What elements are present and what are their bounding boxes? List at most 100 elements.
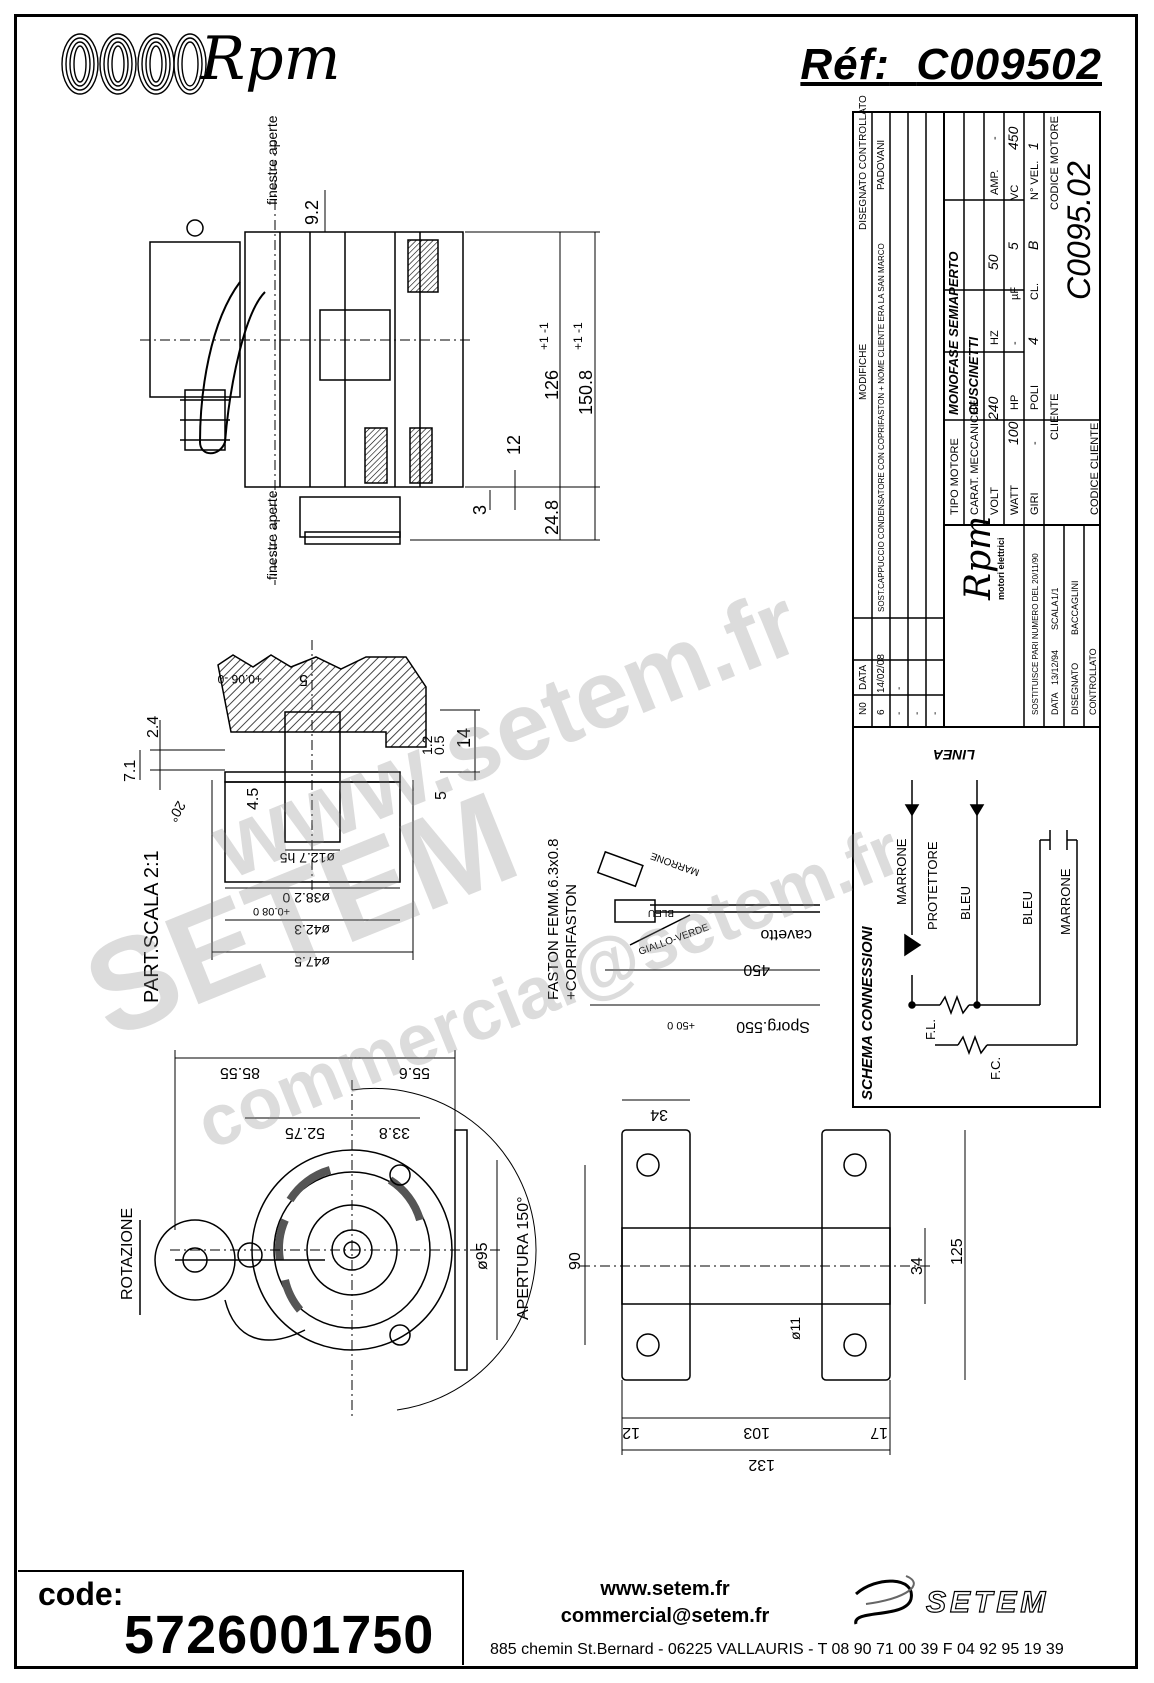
apertura-label: APERTURA 150° — [515, 1197, 532, 1321]
dim-55-6: 55.6 — [399, 1064, 430, 1081]
schema-title: SCHEMA CONNESSIONI — [859, 926, 876, 1100]
code-label: code: — [38, 1576, 124, 1612]
watt-value: 100 — [1005, 421, 1021, 445]
code-value: 5726001750 — [124, 1605, 435, 1665]
dim-12: 12 — [504, 435, 524, 455]
windows-bottom-label: finestre aperte — [264, 490, 280, 580]
schema-bleu-right: BLEU — [1020, 891, 1035, 925]
windows-top-label: finestre aperte — [264, 115, 280, 205]
schema-marrone-right: MARRONE — [1058, 868, 1073, 935]
dim-5-top: 5 — [299, 671, 308, 688]
dim-1-2: 1.2 — [419, 735, 435, 755]
codice-motore-value: C0095.02 — [1061, 161, 1097, 300]
controllato-label: CONTROLLATO — [1088, 648, 1098, 715]
bracket-dim-34: 34 — [909, 1257, 926, 1275]
motor-side-view — [140, 140, 600, 585]
footer-email-link[interactable]: commercial@setem.fr — [560, 1605, 770, 1627]
rev-1-data: 14/02/08 — [876, 654, 887, 693]
rotazione-label: ROTAZIONE — [119, 1208, 136, 1300]
drawing-sheet-border — [14, 14, 1138, 1669]
nvel-label: N° VEL. — [1029, 161, 1041, 200]
connection-schema — [852, 726, 1101, 1108]
protettore-label: PROTETTORE — [925, 841, 940, 930]
dim-0-5: 0.5 — [431, 735, 447, 755]
footer-contact: www.setem.fr commercial@setem.fr — [540, 1576, 790, 1630]
vc-label: VC — [1009, 185, 1021, 200]
volt-label: VOLT — [989, 487, 1001, 515]
bracket-dim-103: 103 — [743, 1424, 770, 1441]
dim-33-8: 33.8 — [379, 1124, 410, 1141]
cl-value: B — [1025, 241, 1041, 250]
dim-d42-3: ø42.3 — [294, 922, 330, 938]
volt-value: 240 — [985, 396, 1001, 421]
cavetto-label: cavetto — [760, 926, 812, 943]
dim-3: 3 — [470, 505, 490, 515]
watt-label: WATT — [1009, 485, 1021, 515]
dim-126: 126 — [542, 370, 562, 400]
rev-head-data: DATA — [858, 664, 869, 690]
data-label: DATA — [1050, 692, 1060, 715]
wire-marrone: MARRONE — [649, 850, 701, 878]
ref-value: C009502 — [916, 40, 1102, 89]
shaft-detail-view — [139, 640, 480, 960]
setem-logo-text: SETEM — [926, 1586, 1049, 1619]
dim-d38-2: ø38.2 0 — [282, 890, 330, 906]
carat-value: CUSCINETTI — [966, 337, 981, 415]
wire-bleu: BLEU — [648, 907, 674, 918]
amp-label: AMP. — [989, 170, 1001, 195]
mounting-bracket — [580, 1099, 966, 1455]
footer-website-link[interactable]: www.setem.fr — [600, 1578, 730, 1600]
faston-spec: FASTON FEMM.6.3x0.8 — [545, 839, 562, 1000]
poli-value: 4 — [1025, 337, 1041, 345]
rev-1-sign: PADOVANI — [876, 140, 887, 190]
rev-4-n: - — [930, 712, 941, 715]
schema-fc: F.C. — [988, 1057, 1003, 1080]
dim-4-5: 4.5 — [245, 788, 262, 810]
giri-value: - — [1029, 441, 1041, 445]
title-block-frame — [852, 111, 1101, 728]
motor-front-view — [139, 1050, 537, 1420]
rev-head-n: N0 — [858, 702, 869, 715]
reference-number: Réf: C009502 — [800, 40, 1102, 90]
rev-1-n: 6 — [876, 709, 887, 715]
dim-20deg: 20° — [165, 799, 189, 825]
dim-tol-0-06: +0.06 -0 — [217, 672, 262, 686]
scale-label: PART.SCALA 2:1 — [141, 850, 163, 1003]
dim-14: 14 — [454, 728, 474, 748]
rev-3-n: - — [912, 712, 923, 715]
brand-name: Rpm — [200, 24, 341, 94]
schema-bleu-left: BLEU — [958, 886, 973, 920]
data-value: 13/12/94 — [1050, 650, 1060, 685]
bracket-dim-d11: ø11 — [787, 1317, 803, 1340]
disegnato-value: BACCAGLINI — [1070, 580, 1080, 635]
rev-2-n: - — [894, 712, 905, 715]
cl-label: CL. — [1029, 283, 1041, 300]
bracket-dim-125: 125 — [949, 1238, 966, 1265]
title-block-logo-text: Rpm — [958, 516, 999, 601]
rpm-logo — [61, 33, 207, 95]
dim-2-4: 2.4 — [145, 716, 162, 738]
code-box — [18, 1570, 464, 1665]
hp-value: - — [1009, 341, 1021, 345]
nvel-value: 1 — [1025, 142, 1041, 150]
codice-motore-label: CODICE MOTORE — [1049, 116, 1061, 210]
sporg-tol: +50 0 — [667, 1019, 695, 1031]
dim-85-55: 85.55 — [220, 1064, 260, 1081]
codice-cliente-label: CODICE CLIENTE — [1089, 423, 1101, 515]
rev-head-text: MODIFICHE — [858, 344, 869, 400]
dim-126-tol: +1 -1 — [537, 322, 551, 350]
dim-d95: ø95 — [474, 1242, 491, 1270]
bracket-dim-90: 90 — [567, 1252, 584, 1270]
dim-7-1: 7.1 — [122, 760, 139, 782]
dim-150-8-tol: +1 -1 — [571, 322, 585, 350]
carat-label: CARAT. MECCANICHE — [969, 400, 981, 515]
dim-5: 5 — [433, 791, 450, 800]
rev-head-sign: DISEGNATO CONTROLLATO — [858, 95, 869, 230]
hz-value: 50 — [985, 254, 1001, 270]
disegnato-label: DISEGNATO — [1070, 663, 1080, 715]
schema-marrone-left: MARRONE — [894, 838, 909, 905]
dim-tol-0-08: +0.08 0 — [253, 905, 290, 917]
bracket-dim-12: 12 — [622, 1424, 640, 1441]
dim-24-8: 24.8 — [542, 500, 562, 535]
